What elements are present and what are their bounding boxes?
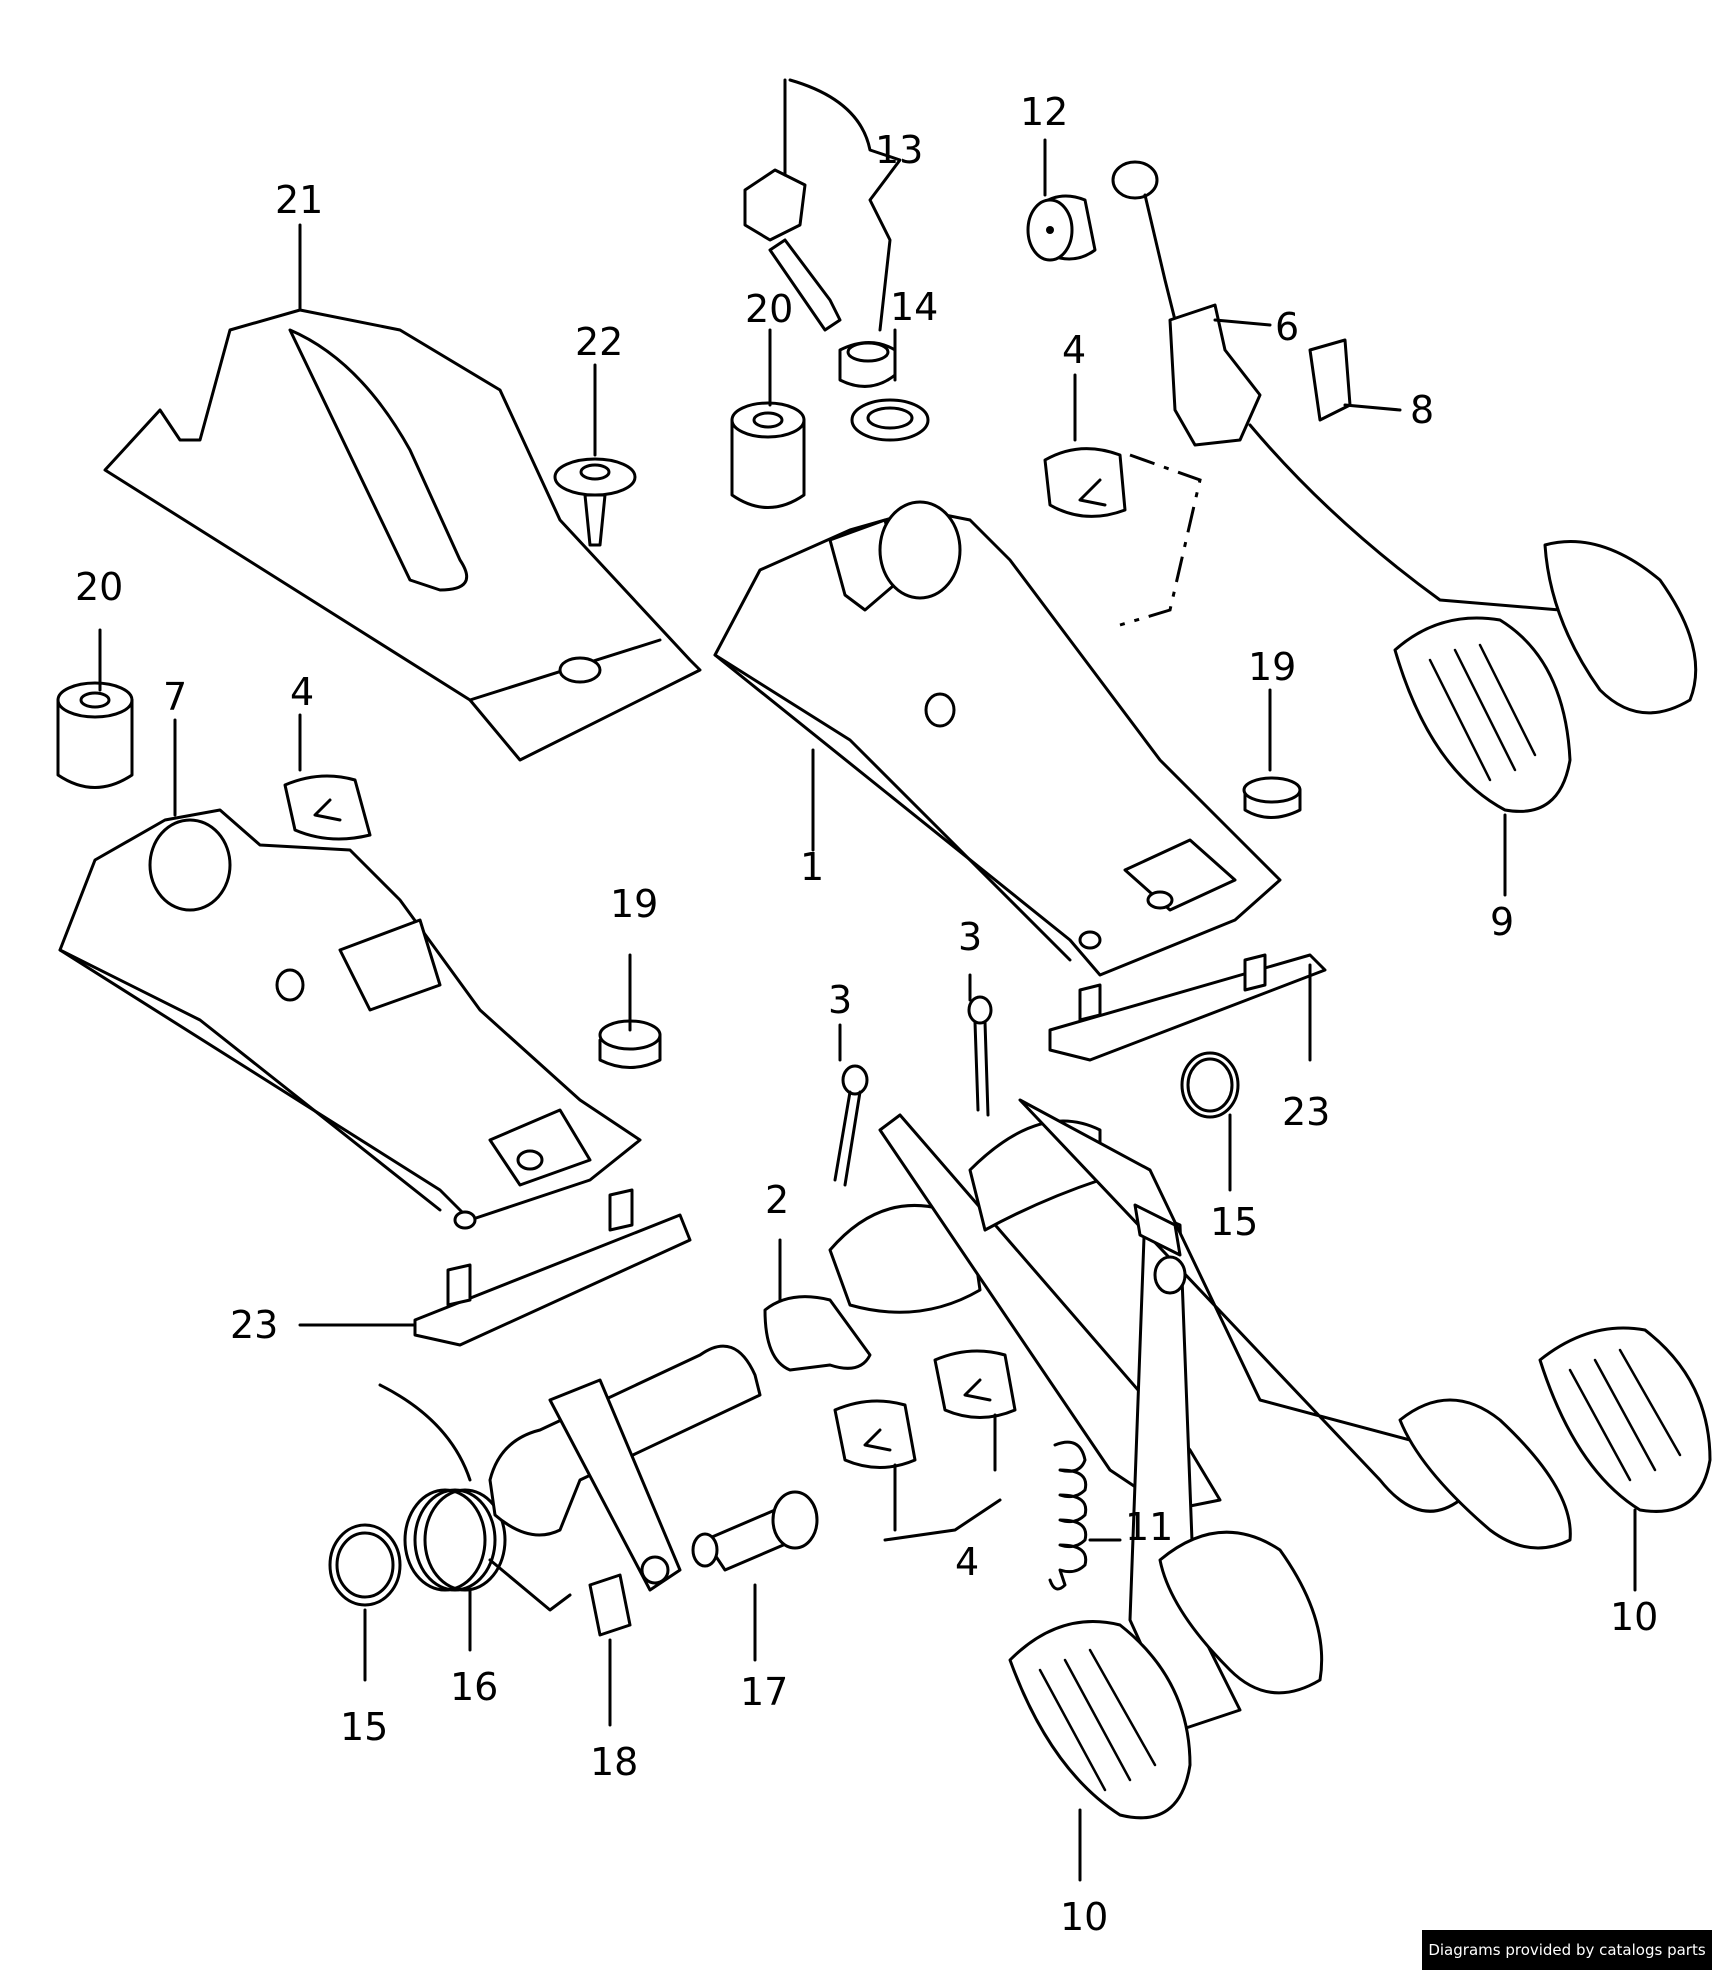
part-2-pedal-shaft bbox=[763, 1098, 1572, 1732]
part-9-pedal-pad bbox=[1393, 616, 1572, 813]
part-3-cotter-pin-left bbox=[833, 1064, 869, 1187]
part-23-plate-left bbox=[413, 1188, 692, 1347]
part-shaft-left bbox=[488, 1344, 762, 1592]
callout-23-left: 23 bbox=[230, 1303, 278, 1347]
part-20-spacer-right bbox=[730, 401, 806, 509]
callout-20-left: 20 bbox=[75, 565, 123, 609]
callout-22: 22 bbox=[575, 320, 623, 364]
part-14-washer bbox=[850, 398, 930, 442]
part-4-bushing-top bbox=[1043, 447, 1127, 518]
callout-2: 2 bbox=[765, 1178, 789, 1222]
callout-8: 8 bbox=[1410, 388, 1434, 432]
part-22-clip bbox=[553, 457, 637, 547]
part-3-cotter-pin-right bbox=[967, 995, 993, 1117]
callout-19-right: 19 bbox=[1248, 645, 1296, 689]
part-10-pedal-pad-left bbox=[1008, 1620, 1192, 1820]
part-16-torsion-spring bbox=[378, 1383, 572, 1612]
callout-labels: 21 22 20 20 7 4 13 14 12 6 8 4 19 1 19 9… bbox=[75, 90, 1658, 1939]
part-10-pedal-pad-right bbox=[1538, 1326, 1712, 1513]
callout-3-left: 3 bbox=[828, 978, 852, 1022]
callout-11: 11 bbox=[1125, 1505, 1173, 1549]
callout-19-left: 19 bbox=[610, 882, 658, 926]
callout-4-top: 4 bbox=[1062, 328, 1086, 372]
part-8-clip bbox=[1308, 338, 1352, 422]
callout-10-left: 10 bbox=[1060, 1895, 1108, 1939]
part-19-nut-right bbox=[1242, 776, 1302, 819]
callout-4-bottom: 4 bbox=[955, 1540, 979, 1584]
callout-4-left: 4 bbox=[290, 670, 314, 714]
callout-20-right: 20 bbox=[745, 287, 793, 331]
part-15-circlip-left bbox=[328, 1523, 402, 1607]
part-6-clutch-pedal bbox=[1111, 160, 1698, 715]
callout-21: 21 bbox=[275, 178, 323, 222]
part-19-nut-left bbox=[598, 1019, 662, 1069]
callout-23-right: 23 bbox=[1282, 1090, 1330, 1134]
part-7-pedal-bracket bbox=[58, 808, 642, 1230]
part-21-cover bbox=[103, 308, 702, 762]
callout-6: 6 bbox=[1275, 305, 1299, 349]
callout-15-left: 15 bbox=[340, 1705, 388, 1749]
part-11-return-spring bbox=[1048, 1440, 1088, 1591]
part-4-bushings-bottom bbox=[833, 1349, 1017, 1469]
part-1-pedal-bracket bbox=[713, 453, 1282, 977]
part-15-circlip-right bbox=[1180, 1051, 1240, 1119]
leader-lines bbox=[98, 78, 1637, 1882]
part-23-plate-right bbox=[1048, 953, 1327, 1062]
callout-1: 1 bbox=[800, 845, 824, 889]
callout-15-right: 15 bbox=[1210, 1200, 1258, 1244]
part-20-spacer-left bbox=[56, 681, 134, 789]
callout-16: 16 bbox=[450, 1665, 498, 1709]
part-4-bushing-left bbox=[283, 774, 372, 841]
callout-3-right: 3 bbox=[958, 915, 982, 959]
part-18-clip bbox=[588, 1573, 632, 1637]
callout-12: 12 bbox=[1020, 90, 1068, 134]
callout-17: 17 bbox=[740, 1670, 788, 1714]
callout-10-right: 10 bbox=[1610, 1595, 1658, 1639]
callout-18: 18 bbox=[590, 1740, 638, 1784]
credit-banner: Diagrams provided by catalogs parts bbox=[1422, 1930, 1712, 1970]
callout-7: 7 bbox=[163, 675, 187, 719]
part-12-bushing bbox=[1026, 194, 1097, 262]
callout-13: 13 bbox=[875, 128, 923, 172]
part-17-clevis-pin bbox=[691, 1490, 819, 1572]
part-13-stop-switch bbox=[743, 168, 897, 388]
callout-9: 9 bbox=[1490, 900, 1514, 944]
callout-14: 14 bbox=[890, 285, 938, 329]
